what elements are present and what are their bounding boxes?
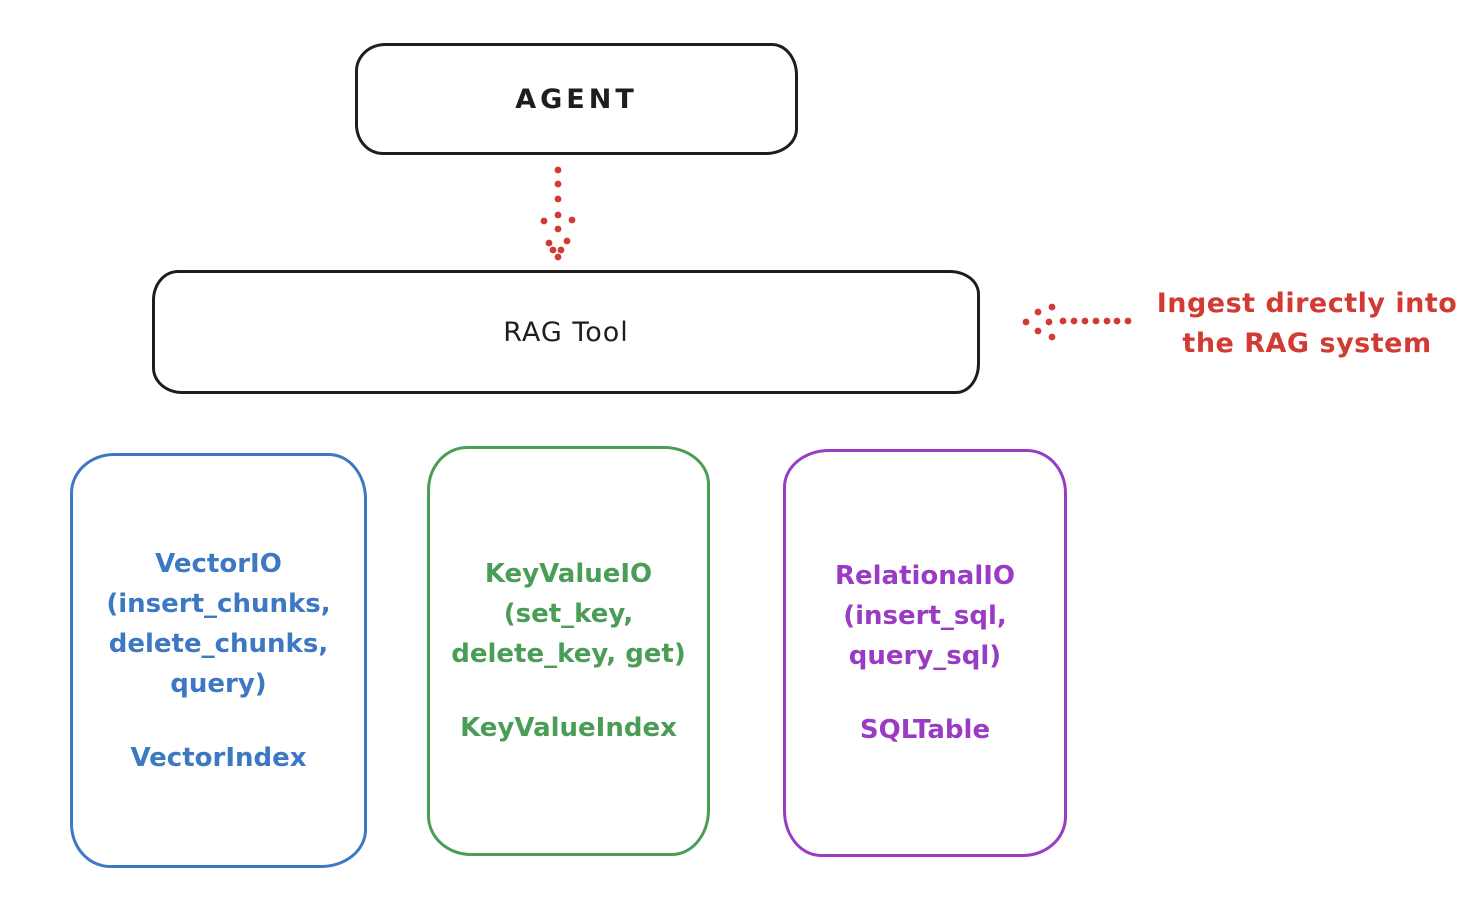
relational-io-title: RelationalIO bbox=[834, 561, 1016, 591]
keyvalue-io-title: KeyValueIO bbox=[484, 559, 653, 589]
relational-io-card: RelationalIO (insert_sql, query_sql) SQL… bbox=[783, 449, 1067, 857]
ingest-annotation: Ingest directly into the RAG system bbox=[1140, 284, 1474, 364]
ingest-annotation-line1: Ingest directly into bbox=[1156, 288, 1458, 319]
dotted-arrow-left-icon bbox=[1022, 303, 1132, 341]
keyvalue-io-method-line: delete_key, get) bbox=[451, 639, 686, 669]
keyvalue-io-method-line: (set_key, bbox=[503, 599, 634, 629]
ingest-annotation-line2: the RAG system bbox=[1182, 328, 1432, 359]
agent-box: AGENT bbox=[355, 43, 798, 155]
relational-io-method-line: (insert_sql, bbox=[843, 601, 1007, 631]
keyvalue-io-index-label: KeyValueIndex bbox=[460, 713, 677, 743]
keyvalue-io-card: KeyValueIO (set_key, delete_key, get) Ke… bbox=[427, 446, 710, 856]
rag-tool-label: RAG Tool bbox=[503, 316, 629, 348]
rag-tool-box: RAG Tool bbox=[152, 270, 980, 394]
vector-io-card: VectorIO (insert_chunks, delete_chunks, … bbox=[70, 453, 367, 868]
agent-label: AGENT bbox=[515, 83, 638, 115]
vector-io-method-line: query) bbox=[170, 668, 267, 699]
relational-io-method-line: query_sql) bbox=[848, 641, 1002, 671]
vector-io-index-label: VectorIndex bbox=[130, 742, 307, 773]
dotted-arrow-down-icon bbox=[540, 166, 576, 261]
vector-io-method-line: delete_chunks, bbox=[108, 628, 329, 659]
relational-io-table-label: SQLTable bbox=[859, 715, 991, 745]
vector-io-method-line: (insert_chunks, bbox=[106, 588, 331, 619]
vector-io-title: VectorIO bbox=[155, 548, 282, 579]
